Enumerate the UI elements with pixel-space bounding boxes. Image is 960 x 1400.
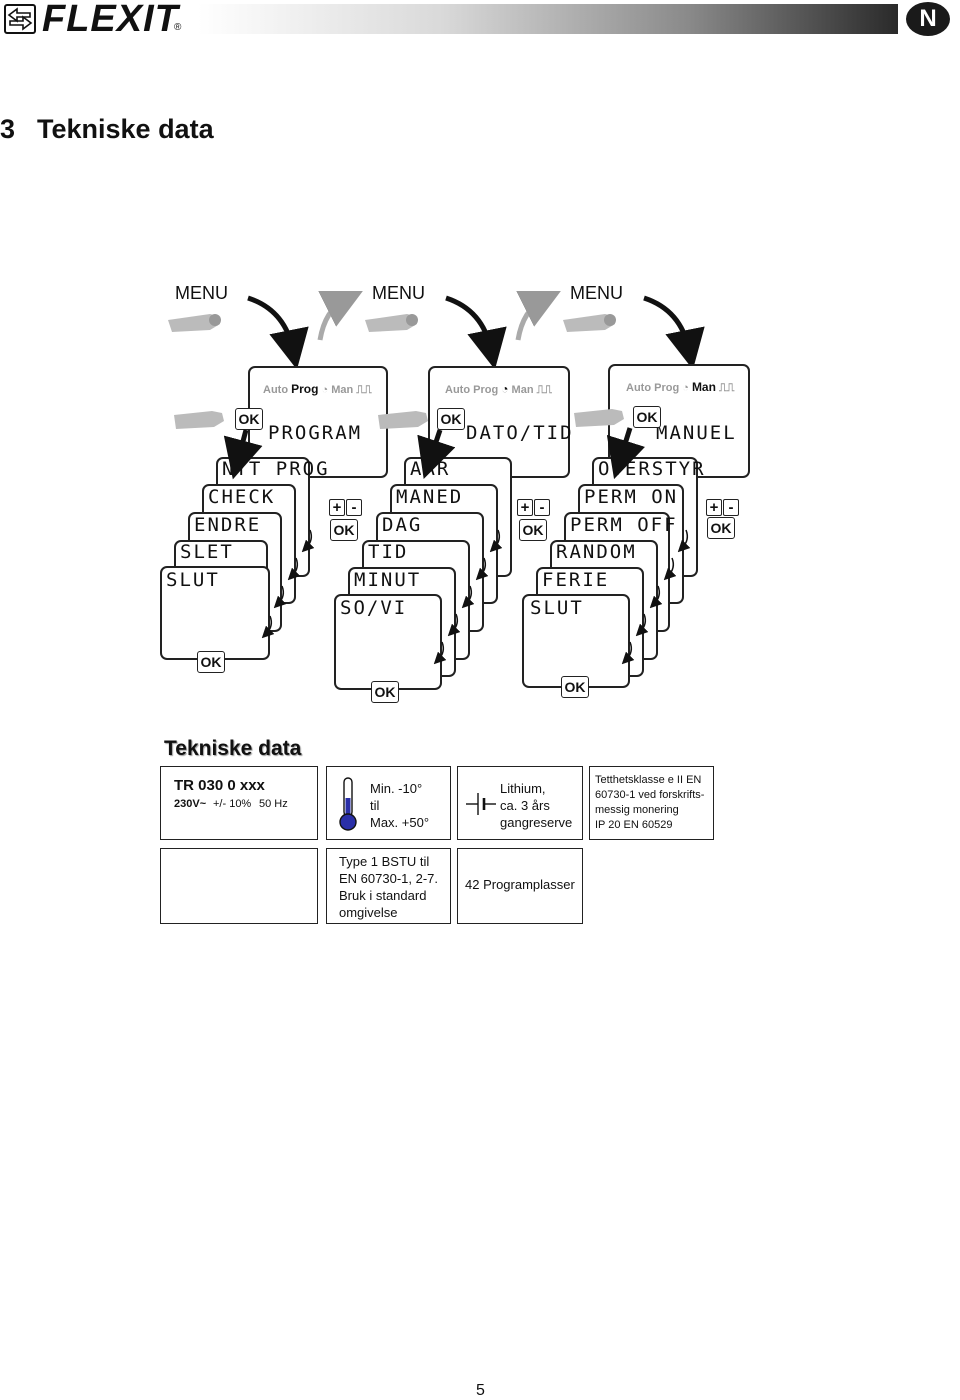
- battery-cell: Lithium, ca. 3 års gangreserve: [457, 766, 583, 840]
- class-line-1: Tetthetsklasse e II EN: [595, 774, 702, 786]
- minus-button[interactable]: -: [723, 499, 739, 516]
- lcd-item: SO/VI: [340, 597, 408, 619]
- hand-icon: [378, 411, 428, 429]
- plus-button[interactable]: +: [329, 499, 345, 516]
- minus-button[interactable]: -: [534, 499, 550, 516]
- mode-indicator: Auto Prog ◔ Man ⎍⎍: [626, 380, 735, 394]
- lcd-item: SLUT: [530, 597, 584, 619]
- type-line-4: omgivelse: [339, 905, 398, 920]
- flow-arrows-icon: [417, 429, 503, 665]
- temp-min: Min. -10°: [370, 781, 423, 796]
- battery-line-2: ca. 3 års: [500, 798, 550, 813]
- lcd-item: RANDOM: [556, 541, 637, 563]
- hand-icon: [174, 411, 224, 429]
- ok-button[interactable]: OK: [235, 408, 263, 430]
- battery-icon: [466, 793, 496, 815]
- empty-cell: [160, 848, 318, 924]
- temperature-cell: Min. -10° til Max. +50°: [326, 766, 451, 840]
- screen-stack: [334, 594, 442, 690]
- ok-button[interactable]: OK: [519, 519, 547, 541]
- power-rating: 230V~: [174, 798, 207, 810]
- temp-til: til: [370, 798, 380, 813]
- screen-stack: [160, 566, 270, 660]
- menu-label-3: MENU: [570, 283, 623, 303]
- type-line-3: Bruk i standard: [339, 888, 427, 903]
- ok-button[interactable]: OK: [197, 651, 225, 673]
- ok-button[interactable]: OK: [707, 517, 735, 539]
- lcd-item: TID: [368, 541, 409, 563]
- ok-button[interactable]: OK: [330, 519, 358, 541]
- brand-logo: FLEXIT: [42, 0, 179, 40]
- lcd-item: PERM ON: [584, 486, 679, 508]
- menu-label-2: MENU: [372, 283, 425, 303]
- programs-cell: 42 Programplasser: [457, 848, 583, 924]
- top-arrows-icon: [168, 291, 705, 370]
- lcd-item: ENDRE: [194, 514, 262, 536]
- screen-stack: [522, 594, 630, 688]
- plus-button[interactable]: +: [517, 499, 533, 516]
- lcd-item: FERIE: [542, 569, 610, 591]
- registered-mark: ®: [174, 22, 182, 33]
- mode-indicator: Auto Prog ◔ Man ⎍⎍: [445, 382, 553, 396]
- lcd-item: MANED: [396, 486, 464, 508]
- program-count: 42 Programplasser: [465, 877, 575, 892]
- mode-indicator: Auto Prog ◔ Man ⎍⎍: [263, 382, 372, 396]
- thermometer-icon: [339, 777, 357, 831]
- header-gradient-bar: [198, 4, 898, 34]
- lcd-title-manuel: MANUEL: [656, 422, 737, 444]
- lcd-item: CHECK: [208, 486, 276, 508]
- page-number: 5: [476, 1382, 485, 1399]
- minus-button[interactable]: -: [346, 499, 362, 516]
- class-line-3: messig monering: [595, 804, 679, 816]
- class-cell: Tetthetsklasse e II EN 60730-1 ved forsk…: [589, 766, 714, 840]
- menu-label-1: MENU: [175, 283, 228, 303]
- lcd-title-dato-tid: DATO/TID: [466, 422, 574, 444]
- class-line-2: 60730-1 ved forskrifts-: [595, 789, 705, 801]
- model-number: TR 030 0 xxx: [174, 777, 265, 794]
- plus-button[interactable]: +: [706, 499, 722, 516]
- temp-max: Max. +50°: [370, 815, 430, 830]
- flow-arrows-icon: [606, 427, 691, 665]
- class-line-4: IP 20 EN 60529: [595, 819, 673, 831]
- ok-button[interactable]: OK: [437, 408, 465, 430]
- flexit-logo-icon: [4, 4, 36, 34]
- type-cell: Type 1 BSTU til EN 60730-1, 2-7. Bruk i …: [326, 848, 451, 924]
- battery-line-3: gangreserve: [500, 815, 573, 830]
- lcd-item: DAG: [382, 514, 423, 536]
- lcd-item: MINUT: [354, 569, 422, 591]
- lcd-item: SLUT: [166, 569, 220, 591]
- section-title: Tekniske data: [37, 114, 214, 144]
- type-line-2: EN 60730-1, 2-7.: [339, 871, 439, 886]
- tolerance: +/- 10%: [213, 798, 252, 810]
- hand-icon: [574, 409, 624, 427]
- tech-data-heading: Tekniske data: [164, 737, 302, 760]
- type-line-1: Type 1 BSTU til: [339, 854, 430, 869]
- section-number: 3: [0, 114, 16, 144]
- ok-button[interactable]: OK: [371, 681, 399, 703]
- ok-button[interactable]: OK: [561, 676, 589, 698]
- battery-line-1: Lithium,: [500, 781, 546, 796]
- ok-button[interactable]: OK: [633, 406, 661, 428]
- lcd-item: SLET: [180, 541, 234, 563]
- lcd-title-program: PROGRAM: [268, 422, 363, 444]
- frequency: 50 Hz: [259, 798, 288, 810]
- flow-arrows-icon: [223, 429, 315, 639]
- lcd-item: PERM OFF: [570, 514, 678, 536]
- model-cell: TR 030 0 xxx 230V~ +/- 10% 50 Hz: [160, 766, 318, 840]
- language-badge: N: [906, 2, 950, 36]
